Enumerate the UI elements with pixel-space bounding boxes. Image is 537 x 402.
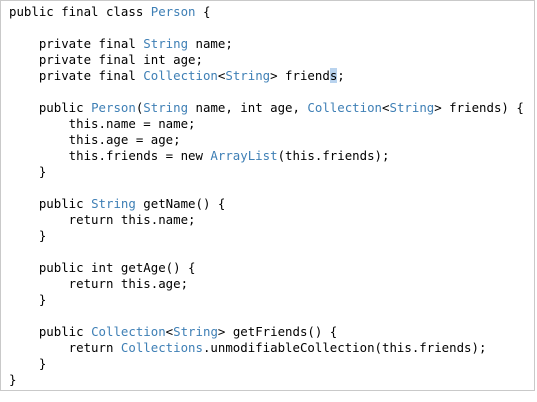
type-token: Collection xyxy=(91,324,166,339)
type-token: Collection xyxy=(307,100,383,115)
code-line: } xyxy=(9,164,524,180)
code-line: private final int age; xyxy=(9,52,524,68)
type-token: String xyxy=(91,196,136,211)
code-block[interactable]: public final class Person { private fina… xyxy=(9,4,524,388)
code-token: getName() { xyxy=(135,196,226,211)
type-token: String xyxy=(225,68,271,83)
code-line: return this.name; xyxy=(9,212,524,228)
type-token: Collections xyxy=(120,340,203,355)
type-token: ArrayList xyxy=(210,148,278,163)
code-line xyxy=(9,84,524,100)
code-line xyxy=(9,180,524,196)
code-token: > getFriends() { xyxy=(217,324,338,339)
code-token: return this.name; xyxy=(9,212,196,227)
code-token: (this.friends); xyxy=(277,148,390,163)
code-token: ( xyxy=(135,100,144,115)
code-line: public Collection<String> getFriends() { xyxy=(9,324,524,340)
code-token: ; xyxy=(337,68,345,83)
code-token: < xyxy=(382,100,390,115)
code-token: return xyxy=(9,340,121,355)
code-line: return this.age; xyxy=(9,276,524,292)
code-line: public int getAge() { xyxy=(9,260,524,276)
code-token: this.friends = new xyxy=(9,148,211,163)
code-line: this.name = name; xyxy=(9,116,524,132)
code-line: this.friends = new ArrayList(this.friend… xyxy=(9,148,524,164)
code-editor[interactable]: public final class Person { private fina… xyxy=(0,0,535,391)
type-token: String xyxy=(143,36,189,51)
code-token: } xyxy=(9,164,47,179)
code-line: } xyxy=(9,356,524,372)
code-token: } xyxy=(9,228,47,243)
code-token: > friend xyxy=(270,68,330,83)
code-token: } xyxy=(9,292,47,307)
type-token: Person xyxy=(150,4,196,19)
code-line xyxy=(9,308,524,324)
code-token: this.name = name; xyxy=(9,116,196,131)
code-token: private final xyxy=(9,68,144,83)
code-line: private final String name; xyxy=(9,36,524,52)
code-line: return Collections.unmodifiableCollectio… xyxy=(9,340,524,356)
code-token: return this.age; xyxy=(9,276,189,291)
code-token: private final int age; xyxy=(9,52,203,67)
code-token: > friends) { xyxy=(434,100,524,115)
type-token: Person xyxy=(91,100,136,115)
code-line: this.age = age; xyxy=(9,132,524,148)
code-token: } xyxy=(9,356,47,371)
selected-text: s xyxy=(329,68,338,83)
code-line: public String getName() { xyxy=(9,196,524,212)
code-token: public xyxy=(9,196,92,211)
code-line: private final Collection<String> friends… xyxy=(9,68,524,84)
code-line: } xyxy=(9,372,524,388)
code-token: { xyxy=(195,4,211,19)
code-token: public xyxy=(9,324,92,339)
type-token: String xyxy=(389,100,435,115)
code-token: } xyxy=(9,372,17,387)
code-token: name, int age, xyxy=(188,100,308,115)
type-token: String xyxy=(173,324,218,339)
code-line: } xyxy=(9,228,524,244)
type-token: String xyxy=(143,100,189,115)
code-token: private final xyxy=(9,36,144,51)
code-line xyxy=(9,244,524,260)
code-token: .unmodifiableCollection(this.friends); xyxy=(202,340,487,355)
code-token: name; xyxy=(188,36,233,51)
type-token: Collection xyxy=(143,68,218,83)
code-line: public Person(String name, int age, Coll… xyxy=(9,100,524,116)
code-token: public final class xyxy=(9,4,151,19)
code-line: } xyxy=(9,292,524,308)
code-line xyxy=(9,20,524,36)
code-token: < xyxy=(217,68,226,83)
code-token: < xyxy=(165,324,174,339)
code-token: public int getAge() { xyxy=(9,260,196,275)
code-token: this.age = age; xyxy=(9,132,181,147)
code-token: public xyxy=(9,100,92,115)
code-line: public final class Person { xyxy=(9,4,524,20)
